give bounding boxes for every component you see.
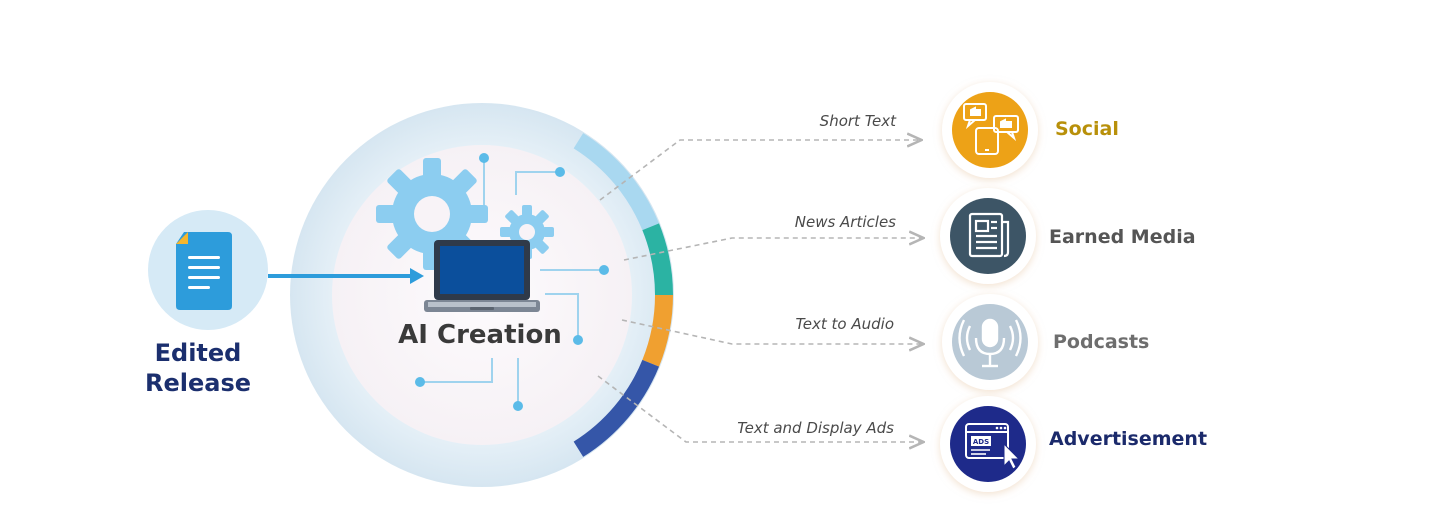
output-earned-media — [940, 188, 1036, 284]
output-label-earned-media: Earned Media — [1049, 226, 1196, 248]
output-label-social: Social — [1055, 118, 1119, 140]
ring-segment-3 — [642, 294, 673, 367]
microphone-icon — [958, 318, 1022, 368]
output-social — [942, 82, 1038, 178]
output-label-podcasts: Podcasts — [1053, 331, 1150, 353]
ring-segment-2 — [642, 223, 673, 296]
ring-segment-1 — [573, 133, 660, 231]
source-label-line-1: Edited — [154, 339, 242, 367]
edge-label-text-and-display-ads: Text and Display Ads — [737, 419, 894, 437]
source-label-line-2: Release — [144, 369, 252, 397]
output-podcasts — [942, 294, 1038, 390]
document-icon — [176, 232, 232, 310]
connector-advertisement — [597, 375, 922, 442]
source-arrow — [268, 268, 424, 284]
svg-text:ADS: ADS — [973, 438, 989, 446]
laptop-icon — [424, 240, 540, 312]
connectors — [597, 140, 922, 442]
output-advertisement: ADS — [940, 396, 1036, 492]
ring-segments — [573, 133, 673, 457]
edge-label-text-to-audio: Text to Audio — [795, 315, 894, 333]
center-label: AI Creation — [398, 320, 562, 350]
output-label-advertisement: Advertisement — [1049, 428, 1208, 450]
connector-podcasts — [621, 319, 922, 344]
newspaper-icon — [968, 212, 1010, 258]
connector-earned-media — [623, 238, 922, 261]
circuit-icon — [415, 153, 609, 411]
connector-social — [599, 140, 920, 201]
edge-label-news-articles: News Articles — [794, 213, 896, 231]
ads-browser-icon: ADS — [965, 423, 1021, 470]
ring-segment-4 — [573, 359, 660, 457]
social-thumbs-up-icon — [963, 103, 1019, 155]
source-label: Edited Release — [128, 338, 268, 398]
edge-label-short-text: Short Text — [819, 112, 896, 130]
